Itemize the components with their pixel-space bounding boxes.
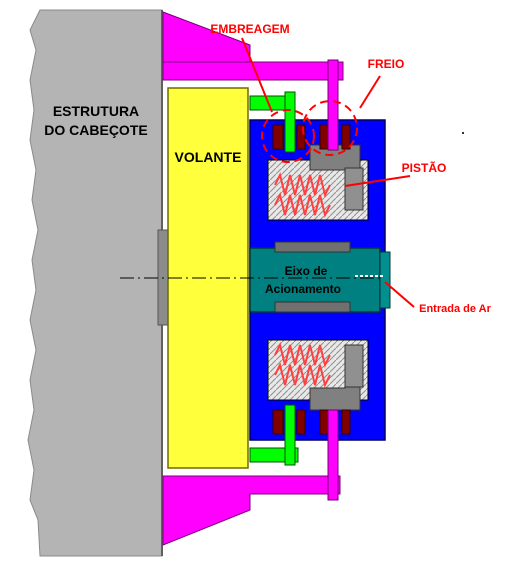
- label-eixo-line2: Acionamento: [265, 282, 341, 296]
- flange-bottom: [162, 475, 341, 546]
- brake-bolt-bottom: [327, 409, 339, 501]
- clutch-arm-top: [249, 91, 296, 153]
- clutch-callout-circle: [261, 109, 315, 163]
- label-estrutura-line1: ESTRUTURA: [53, 103, 139, 119]
- brake-callout-circle: [302, 100, 358, 156]
- clutch-arm-bottom: [249, 404, 299, 466]
- brake-bolt-top: [327, 59, 339, 151]
- label-estrutura-line2: DO CABEÇOTE: [44, 122, 147, 138]
- label-embreagem: EMBREAGEM: [210, 22, 289, 36]
- head-structure: [27, 9, 163, 557]
- label-volante: VOLANTE: [175, 149, 242, 165]
- air-leader: [384, 281, 415, 308]
- spring-top: [274, 172, 331, 218]
- friction-disc: [272, 124, 284, 150]
- spring-bottom: [274, 342, 331, 388]
- label-eixo-line1: Eixo de: [285, 264, 328, 278]
- label-pistao: PISTÃO: [402, 160, 447, 175]
- clutch-leader: [241, 37, 273, 113]
- drive-shaft: [249, 247, 381, 313]
- brake-leader: [359, 75, 381, 109]
- piston-leader: [344, 175, 411, 187]
- label-entrada-ar: Entrada de Ar: [419, 303, 491, 315]
- label-freio: FREIO: [368, 57, 405, 71]
